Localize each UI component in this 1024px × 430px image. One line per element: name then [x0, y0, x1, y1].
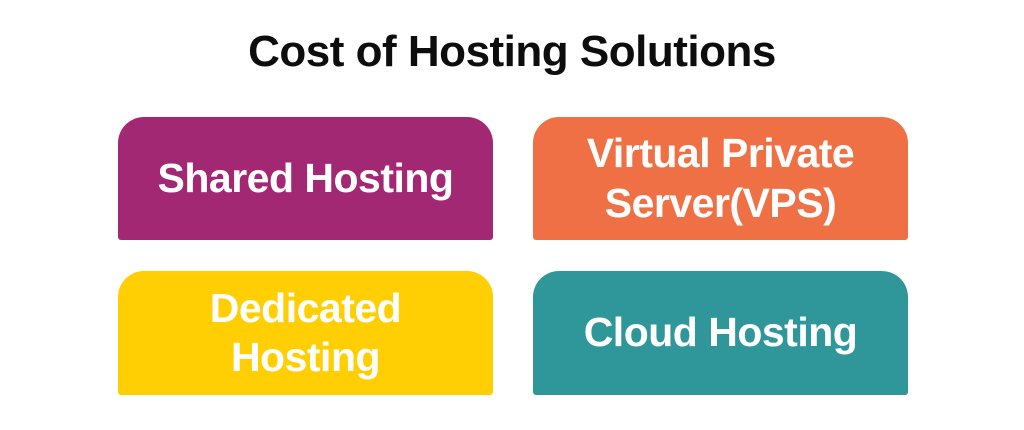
box-cloud-hosting-label: Cloud Hosting — [583, 309, 858, 356]
box-cloud-hosting: Cloud Hosting — [533, 271, 908, 395]
box-virtual-private-server-label: Virtual Private Server(VPS) — [586, 130, 855, 226]
box-shared-hosting-label: Shared Hosting — [157, 154, 454, 201]
box-dedicated-hosting-label: Dedicated Hosting — [209, 284, 402, 380]
box-dedicated-hosting: Dedicated Hosting — [118, 271, 493, 395]
box-virtual-private-server: Virtual Private Server(VPS) — [533, 117, 908, 240]
box-shared-hosting: Shared Hosting — [118, 117, 493, 240]
page-title: Cost of Hosting Solutions — [248, 27, 776, 76]
